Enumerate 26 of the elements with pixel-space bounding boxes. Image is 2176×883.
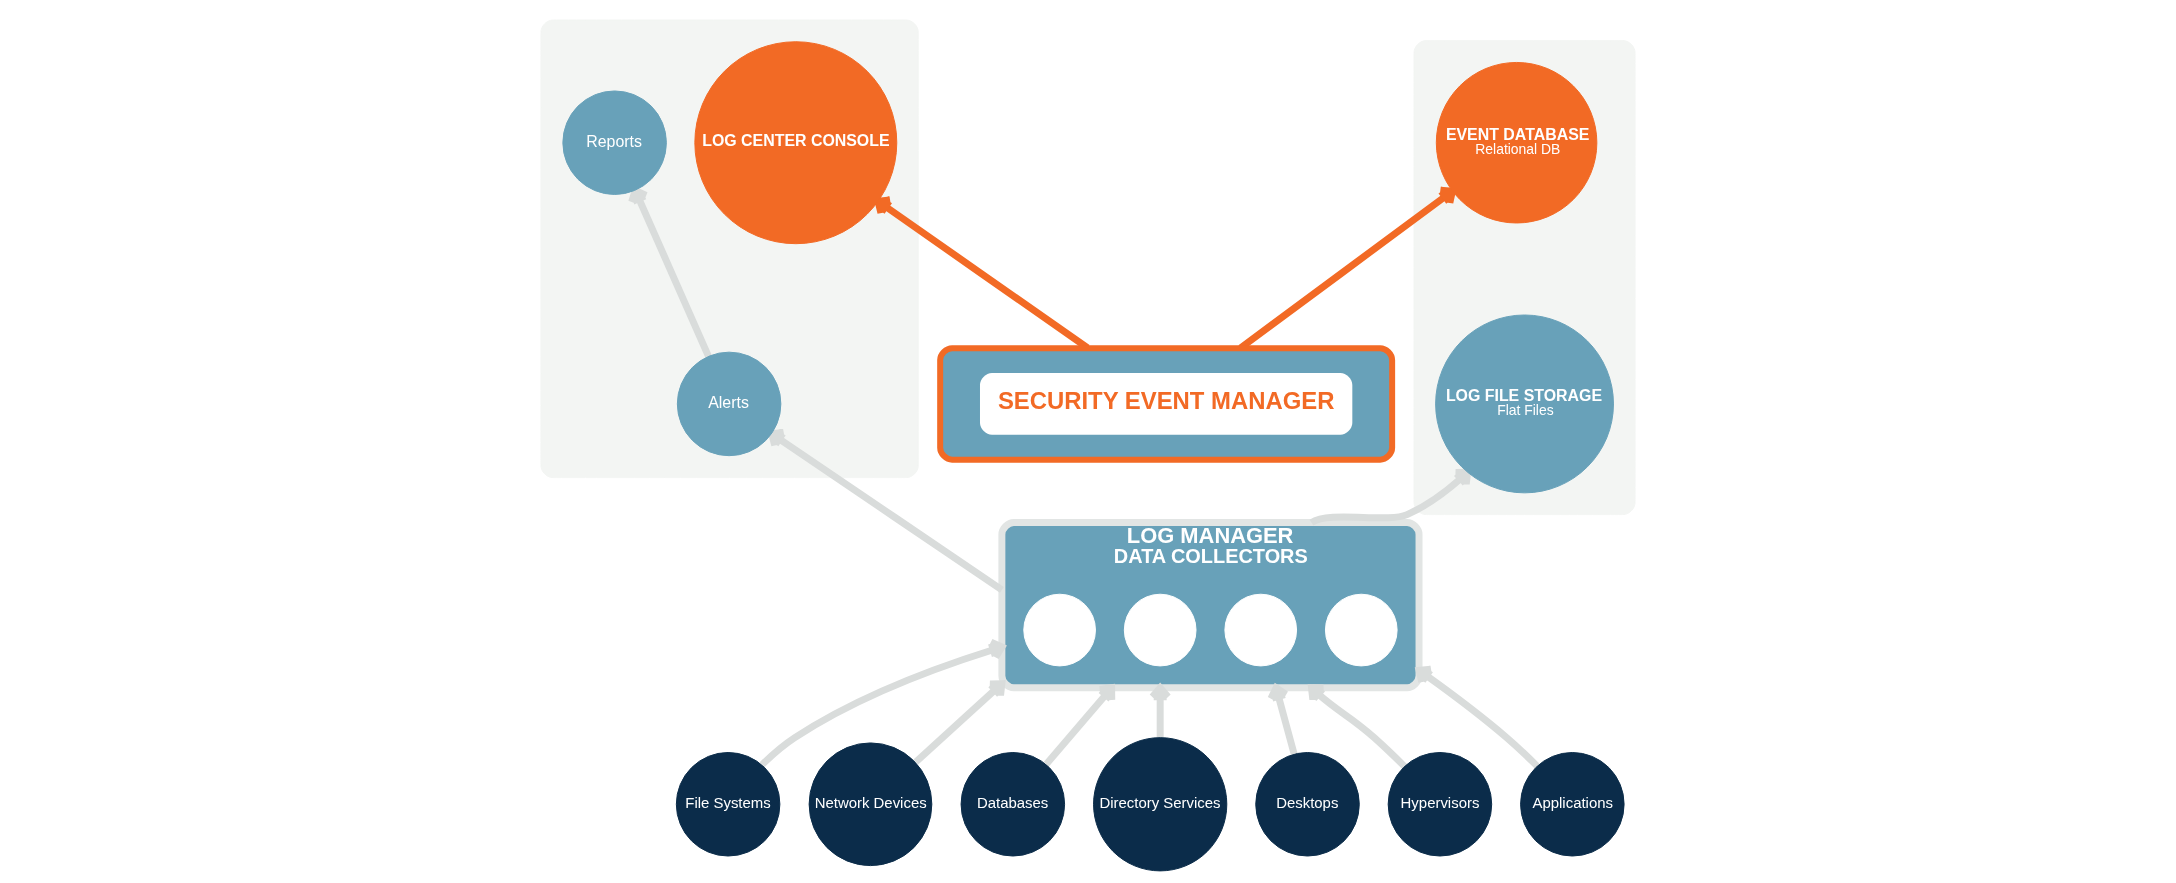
cluster [1413,40,1636,516]
node-circle: Databases [960,752,1066,857]
arrow [759,638,1006,768]
node-circle: LOG FILE STORAGE Flat Files [1435,314,1614,494]
node-circle: File Systems [675,752,781,857]
node-circle: Hypervisors [1387,752,1493,857]
node-circle: Desktops [1255,752,1360,857]
node-box: SECURITY EVENT MANAGER [937,345,1396,463]
node-circle [1023,593,1096,667]
node-circle: LOG CENTER CONSOLE [694,41,898,245]
node-circle [1324,593,1398,667]
node-circle: Network Devices [808,742,933,867]
arrow [913,680,1006,765]
node-circle: Applications [1520,752,1625,857]
arrow [1148,684,1172,738]
node-circle [1224,593,1298,667]
arrow [1415,665,1540,769]
node-circle: Alerts [676,351,782,457]
node-circle [1123,593,1197,667]
arrow [1267,684,1298,755]
arrow [1308,684,1407,769]
arrow [1043,684,1116,767]
node-circle: Reports [562,90,667,195]
cluster: LOG MANAGER DATA COLLECTORS [998,519,1423,692]
cluster [540,19,919,479]
node-circle: Directory Services [1093,737,1228,872]
